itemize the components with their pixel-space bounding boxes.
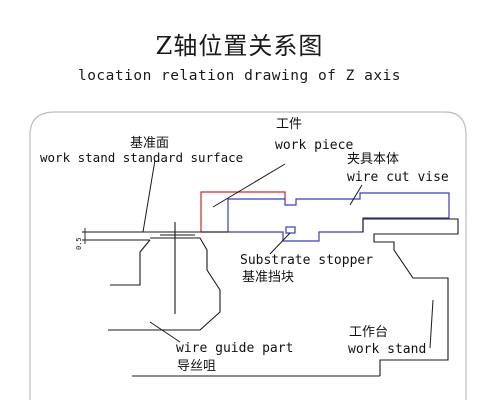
standard-surface-label-en: work stand standard surface: [40, 150, 243, 165]
dimension-label: 0.5: [75, 237, 83, 250]
wire-guide-leader: [149, 321, 181, 343]
wire-cut-vise-label-cn: 夹具本体: [347, 152, 399, 167]
wire-guide-label-en: wire guide part: [176, 341, 293, 356]
standard-surface-label-cn: 基准面: [130, 136, 169, 151]
work-stand-shape: [362, 218, 459, 376]
work-piece-label-cn: 工件: [276, 117, 302, 132]
substrate-stopper-label-cn: 基准挡块: [242, 270, 294, 285]
work-stand-leader: [429, 299, 434, 349]
wire-guide-shape: [108, 237, 221, 331]
wire-guide-left: [110, 239, 151, 286]
substrate-stopper-label-en: Substrate stopper: [240, 253, 373, 268]
standard-surface-leader: [142, 159, 156, 233]
substrate-stopper-shape: [285, 226, 296, 234]
work-piece-leader: [212, 163, 286, 208]
diagram-title-chinese: Z轴位置关系图: [155, 32, 324, 60]
diagram-title-english: location relation drawing of Z axis: [77, 68, 402, 84]
wire-cut-vise-label-en: wire cut vise: [347, 170, 449, 185]
drawing-frame: [29, 111, 467, 400]
wire-guide-label-cn: 导丝咀: [177, 359, 216, 374]
vise-leader: [349, 184, 363, 206]
work-piece-shape: [200, 191, 286, 233]
work-piece-label-en: work piece: [275, 138, 353, 153]
stopper-leader: [269, 232, 291, 255]
wire-cut-vise-shape: [227, 192, 450, 242]
work-stand-label-cn: 工作台: [349, 325, 388, 340]
work-stand-label-en: work stand: [348, 342, 426, 357]
